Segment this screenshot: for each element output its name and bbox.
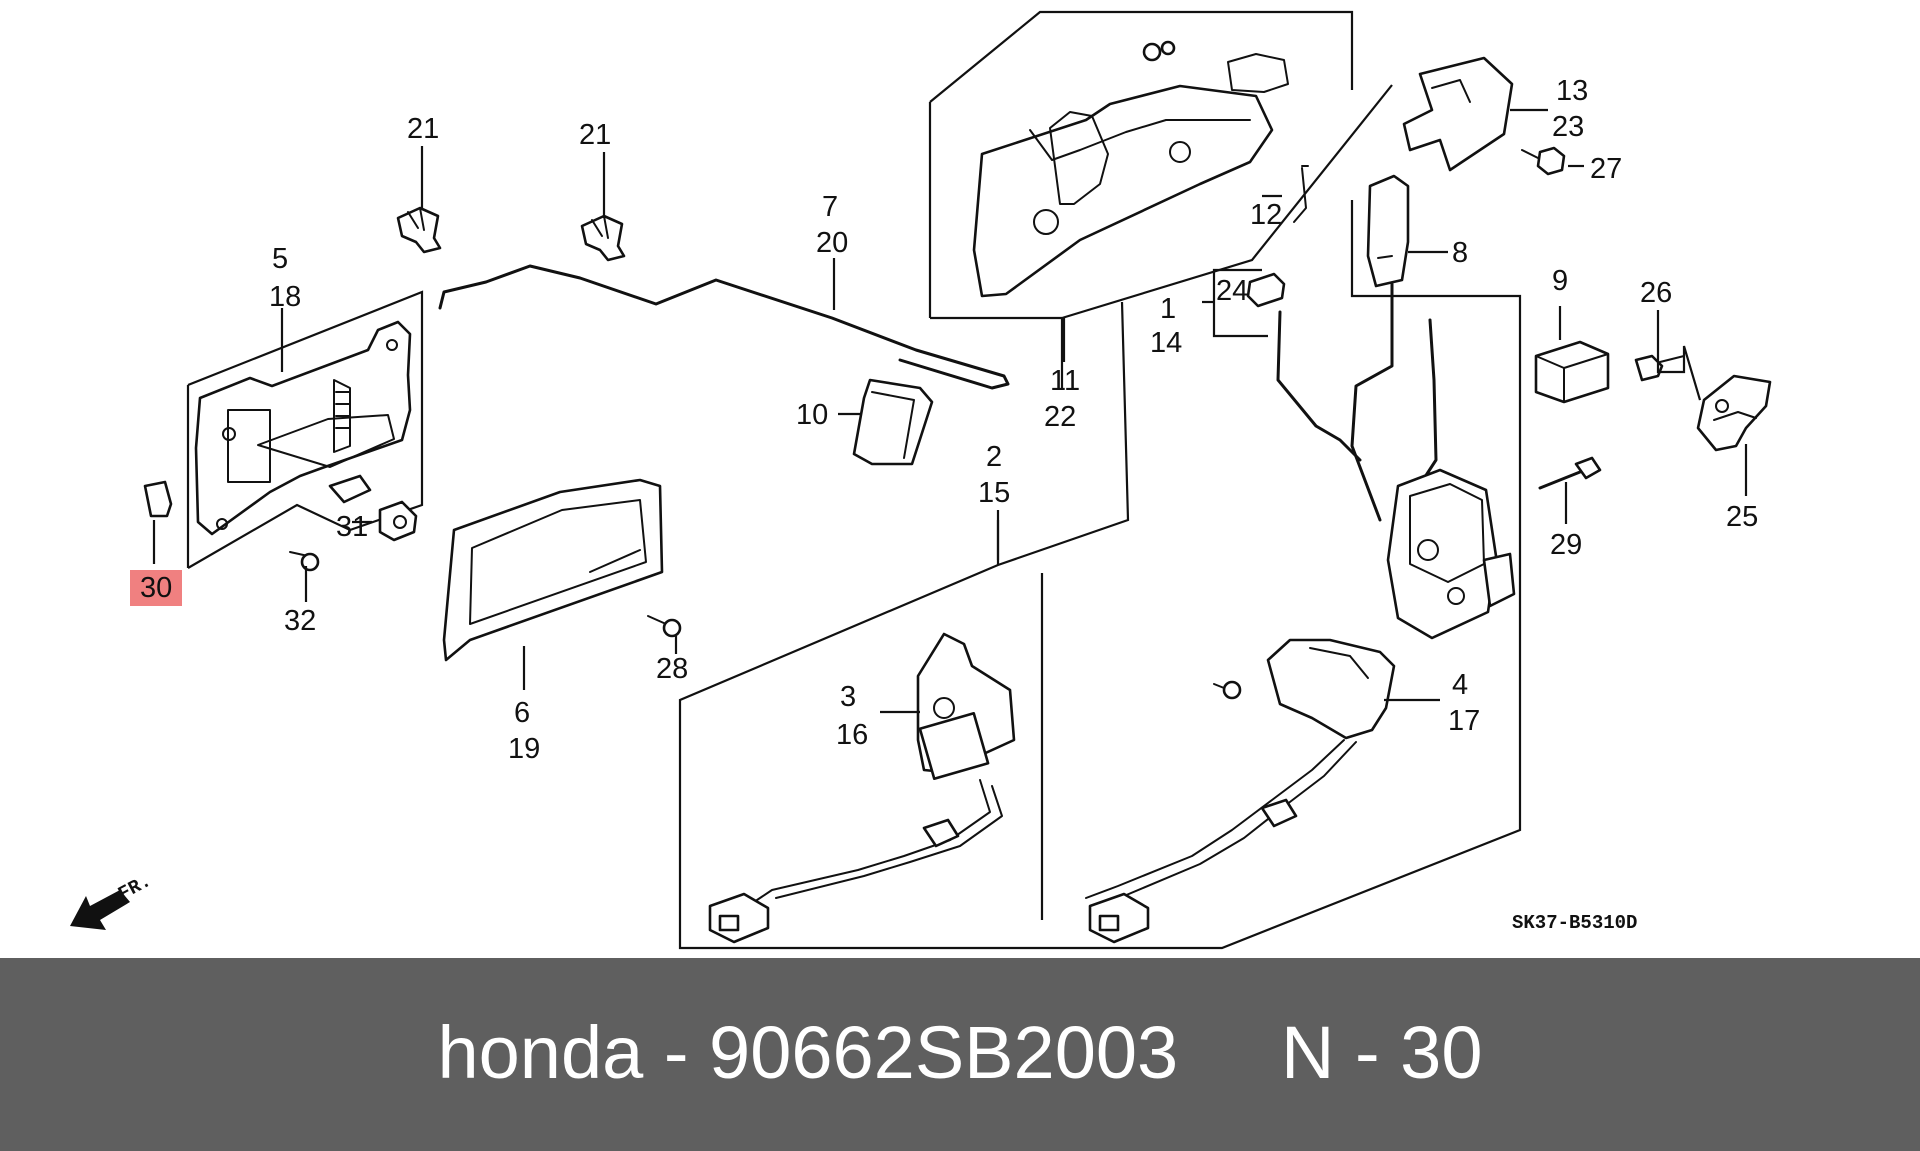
callout-6: 6 (514, 697, 530, 729)
bracket-part-13 (1402, 56, 1514, 172)
rod-part-7 (438, 264, 1010, 390)
callout-21a: 21 (407, 113, 439, 145)
callout-18: 18 (269, 281, 301, 313)
callout-reference: N - 30 (1280, 1011, 1483, 1094)
front-direction-arrow: FR. (70, 870, 155, 930)
callout-10: 10 (796, 399, 828, 431)
inside-handle-base-5 (194, 320, 412, 536)
bolt-part-29 (1538, 456, 1602, 490)
callout-5: 5 (272, 243, 288, 275)
callout-4: 4 (1452, 669, 1468, 701)
part-info-footer: honda - 90662SB2003 N - 30 (0, 958, 1920, 1151)
highlight-box (130, 570, 182, 606)
group-outline-lines (186, 10, 1522, 950)
grommet-part-31 (378, 500, 418, 542)
cover-part-8 (1366, 174, 1410, 288)
latch-assembly-part-1 (1276, 282, 1516, 640)
callout-22: 22 (1044, 401, 1076, 433)
callout-13: 13 (1556, 75, 1588, 107)
callout-16: 16 (836, 719, 868, 751)
callout-29: 29 (1550, 529, 1582, 561)
actuator-part-4 (1085, 638, 1396, 944)
clip-part-30 (143, 480, 173, 518)
actuator-part-3 (708, 632, 1016, 944)
clip-part-21a (396, 206, 442, 254)
callout-23: 23 (1552, 111, 1584, 143)
drawing-code: SK37-B5310D (1512, 912, 1637, 934)
part-info-text: honda - 90662SB2003 N - 30 (437, 1011, 1483, 1094)
callout-26: 26 (1640, 277, 1672, 309)
block-part-9 (1534, 340, 1610, 404)
callout-24: 24 (1216, 275, 1248, 307)
outside-handle-part-11 (972, 40, 1289, 298)
callout-12: 12 (1250, 199, 1282, 231)
parts-diagram: FR. 21 21 5 18 30 31 32 (70, 10, 1772, 950)
part-number: 90662SB2003 (709, 1011, 1179, 1094)
leader-lines (152, 108, 1748, 714)
callout-11: 11 (1050, 365, 1080, 397)
callout-25: 25 (1726, 501, 1758, 533)
screw-part-26 (1634, 354, 1685, 382)
callout-27: 27 (1590, 153, 1622, 185)
callout-30: 30 (140, 572, 172, 604)
callout-labels: 21 21 5 18 30 31 32 7 20 10 6 19 28 2 15… (140, 75, 1758, 765)
callout-7: 7 (822, 191, 838, 223)
callout-31: 31 (336, 511, 368, 543)
callout-9: 9 (1552, 265, 1568, 297)
callout-21b: 21 (579, 119, 611, 151)
wire-clip-part-12 (1293, 165, 1309, 223)
callout-28: 28 (656, 653, 688, 685)
callout-14: 14 (1150, 327, 1182, 359)
callout-19: 19 (508, 733, 540, 765)
handle-bezel-part-6 (442, 478, 664, 662)
callout-2: 2 (986, 441, 1002, 473)
callout-20: 20 (816, 227, 848, 259)
clip-part-21b (580, 214, 626, 262)
screw-part-24 (1246, 272, 1286, 308)
callout-15: 15 (978, 477, 1010, 509)
callout-8: 8 (1452, 237, 1468, 269)
striker-part-25 (1696, 374, 1772, 452)
pad-part-10 (852, 378, 934, 466)
callout-1: 1 (1160, 293, 1176, 325)
screw-part-32 (289, 551, 320, 572)
callout-32: 32 (284, 605, 316, 637)
screw-part-28 (647, 615, 682, 638)
bolt-part-27 (1521, 146, 1566, 176)
brand-name: honda (437, 1011, 644, 1094)
callout-17: 17 (1448, 705, 1480, 737)
callout-3: 3 (840, 681, 856, 713)
